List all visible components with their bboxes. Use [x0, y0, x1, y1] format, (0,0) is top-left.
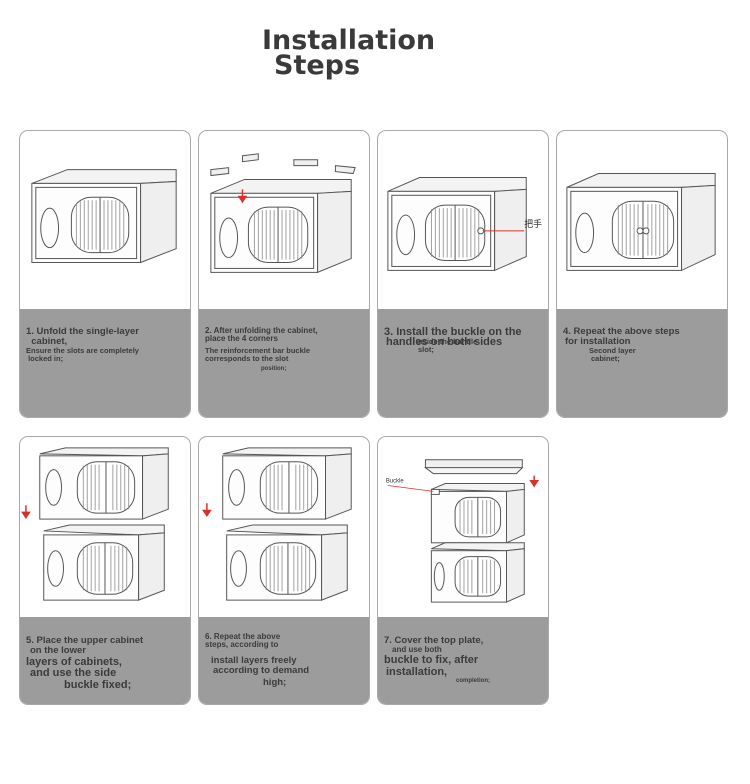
down-arrow-icon — [202, 503, 212, 518]
step-5-illustration — [21, 447, 169, 601]
step-4-line-3: Second layer — [589, 345, 636, 355]
step-6-line-5: high; — [263, 676, 287, 688]
step-2-line-5: position; — [261, 365, 287, 372]
step-6-caption-band — [199, 617, 369, 704]
step-6-illustration — [202, 447, 352, 601]
step-4-caption-band — [557, 309, 727, 417]
step-4-card: 4. Repeat the above steps for installati… — [556, 130, 728, 418]
step-4-caption: 4. Repeat the above steps for installati… — [563, 327, 723, 363]
step-6-line-1: 6. Repeat the above — [205, 632, 281, 641]
step-3-line-4: slot; — [418, 344, 434, 354]
step-3-line-2: handles on both sides — [386, 335, 503, 348]
step-1-line-4: locked in; — [26, 353, 64, 363]
step-1-caption: 1. Unfold the single-layer cabinet, Ensu… — [26, 327, 186, 363]
step-7-line-5: completion; — [456, 678, 490, 685]
step-5-line-1: 5. Place the upper cabinet — [26, 635, 144, 646]
step-2-line-3: The reinforcement bar buckle — [205, 345, 311, 355]
step-1-line-3: Ensure the slots are completely — [26, 345, 139, 355]
step-7-caption-band — [378, 617, 548, 704]
step-2-line-4: corresponds to the slot — [205, 353, 289, 363]
step-2-line-1: 2. After unfolding the cabinet, — [205, 326, 318, 335]
step-7-line-2: and use both — [392, 644, 442, 654]
step-6-line-2: steps, according to — [205, 640, 279, 650]
step-7-card: Buckle 7. Cover the top plate, and use b… — [377, 436, 549, 705]
page-title: Installation Steps — [262, 25, 436, 81]
step-3-illustration: 把手 — [387, 177, 542, 272]
step-7-caption: 7. Cover the top plate, and use both buc… — [384, 636, 544, 685]
step-1-card: 1. Unfold the single-layer cabinet, Ensu… — [19, 130, 191, 418]
step-4-line-1: 4. Repeat the above steps — [563, 326, 680, 337]
handle-label: 把手 — [524, 218, 542, 229]
step-5-line-5: buckle fixed; — [64, 679, 132, 692]
title-line-2: Steps — [274, 50, 361, 81]
step-6-card: 6. Repeat the above steps, according to … — [198, 436, 370, 705]
step-5-line-2: on the lower — [30, 644, 86, 656]
down-arrow-icon — [21, 505, 31, 519]
step-5-card: 5. Place the upper cabinet on the lower … — [19, 436, 191, 705]
step-3-card: 把手 3. Install the buckle on the handles … — [377, 130, 549, 418]
step-7-line-4: installation, — [386, 665, 448, 678]
step-6-line-4: according to demand — [213, 664, 310, 676]
step-3-line-3: Inside the handle — [416, 337, 478, 347]
step-5-line-4: and use the side — [30, 667, 117, 680]
step-4-line-2: for installation — [565, 335, 631, 347]
step-4-illustration — [566, 173, 716, 272]
step-3-caption-band — [378, 309, 548, 417]
step-5-caption: 5. Place the upper cabinet on the lower … — [26, 636, 186, 692]
step-4-line-4: cabinet; — [591, 353, 620, 363]
step-7-illustration: Buckle — [386, 459, 540, 603]
step-1-caption-band — [20, 309, 190, 417]
step-7-line-3: buckle to fix, after — [384, 654, 479, 667]
step-2-caption: 2. After unfolding the cabinet, place th… — [205, 326, 365, 372]
step-6-line-3: install layers freely — [211, 654, 297, 666]
step-2-illustration — [210, 153, 356, 274]
down-arrow-icon — [237, 189, 248, 204]
step-7-line-1: 7. Cover the top plate, — [384, 635, 484, 646]
down-arrow-icon — [529, 475, 540, 488]
step-5-caption-band — [20, 617, 190, 704]
step-3-line-1: 3. Install the buckle on the — [384, 326, 522, 338]
step-5-line-3: layers of cabinets, — [26, 655, 122, 668]
buckle-label: Buckle — [386, 479, 404, 485]
step-1-line-2: cabinet, — [26, 335, 68, 347]
title-line-1: Installation — [262, 25, 436, 56]
step-2-line-2: place the 4 corners — [205, 334, 278, 344]
step-2-card: 2. After unfolding the cabinet, place th… — [198, 130, 370, 418]
step-3-caption: 3. Install the buckle on the handles on … — [384, 326, 544, 354]
step-6-caption: 6. Repeat the above steps, according to … — [205, 632, 365, 688]
step-2-caption-band — [199, 309, 369, 417]
step-1-illustration — [31, 169, 177, 264]
step-1-line-1: 1. Unfold the single-layer — [26, 326, 139, 337]
